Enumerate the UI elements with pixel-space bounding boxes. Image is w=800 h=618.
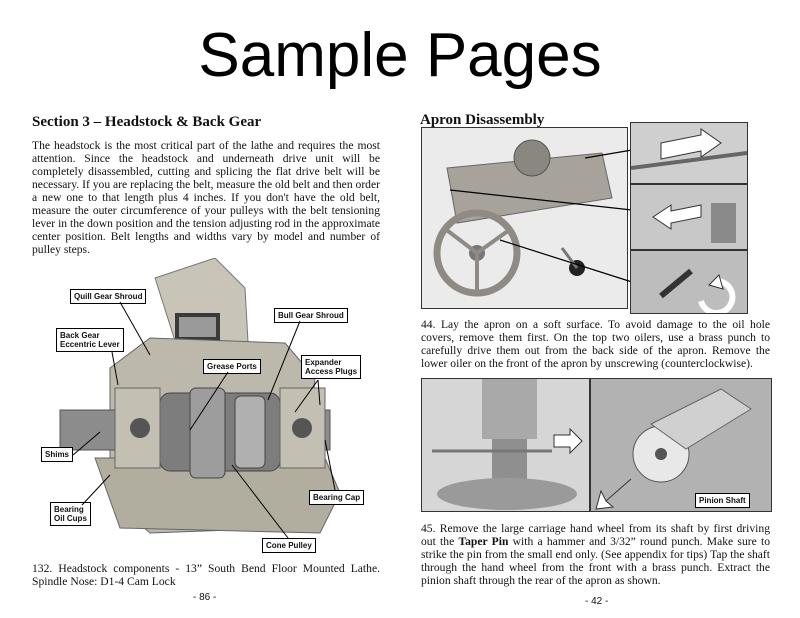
headstock-intro-paragraph: The headstock is the most critical part …	[32, 139, 380, 256]
oiler-detail-photo-2	[630, 184, 748, 250]
section-title-headstock: Section 3 – Headstock & Back Gear	[32, 114, 262, 130]
callout-bearing-cap: Bearing Cap	[309, 490, 365, 505]
callout-shims: Shims	[41, 447, 74, 462]
callout-bearing-line1: Bearing	[54, 505, 84, 514]
taper-pin-illustration	[422, 379, 589, 511]
taper-pin-photo	[421, 378, 590, 512]
headstock-caption: 132. Headstock components - 13” South Be…	[32, 562, 380, 588]
oiler-detail-photo-3	[630, 250, 748, 314]
callout-bearing-line2: Oil Cups	[54, 514, 87, 523]
callout-expander-plugs: Expander Access Plugs	[301, 355, 362, 379]
callout-back-gear-lever: Back Gear Eccentric Lever	[56, 328, 124, 352]
oiler-detail-photo-1	[630, 122, 748, 184]
apron-main-photo	[421, 127, 628, 309]
callout-grease-ports: Grease Ports	[203, 359, 261, 374]
page-title: Sample Pages	[198, 21, 602, 90]
pinion-shaft-photo	[590, 378, 772, 512]
oiler-detail-3-illustration	[631, 251, 747, 313]
oiler-detail-2-illustration	[631, 185, 747, 249]
callout-expander-line1: Expander	[305, 358, 342, 367]
callout-expander-line2: Access Plugs	[305, 367, 358, 376]
pinion-shaft-illustration	[591, 379, 771, 511]
step-44-paragraph: 44. Lay the apron on a soft surface. To …	[421, 318, 770, 370]
left-page: Section 3 – Headstock & Back Gear The he…	[32, 108, 380, 256]
callout-cone-pulley: Cone Pulley	[262, 538, 316, 553]
callout-pinion-shaft: Pinion Shaft	[695, 493, 750, 508]
left-page-number: - 86 -	[193, 592, 217, 603]
right-page-number: - 42 -	[585, 596, 609, 607]
step-45-paragraph: 45. Remove the large carriage hand wheel…	[421, 522, 770, 587]
step-45-text-a: 45. Remove the large carriage hand wheel…	[421, 522, 770, 548]
callout-bull-gear-shroud: Bull Gear Shroud	[274, 308, 348, 323]
section-title-apron: Apron Disassembly	[420, 112, 545, 128]
oiler-detail-1-illustration	[631, 123, 747, 183]
step-45-taper-pin: Taper Pin	[458, 535, 509, 548]
step-45-text-b: with a hammer and 3/32” round punch. Mak…	[421, 535, 770, 587]
callout-back-gear-line1: Back Gear	[60, 331, 100, 340]
right-page: Apron Disassembly	[420, 108, 770, 129]
callout-back-gear-line2: Eccentric Lever	[60, 340, 120, 349]
callout-bearing-oil-cups: Bearing Oil Cups	[50, 502, 91, 526]
apron-illustration	[422, 128, 627, 308]
callout-quill-gear-shroud: Quill Gear Shroud	[70, 289, 147, 304]
